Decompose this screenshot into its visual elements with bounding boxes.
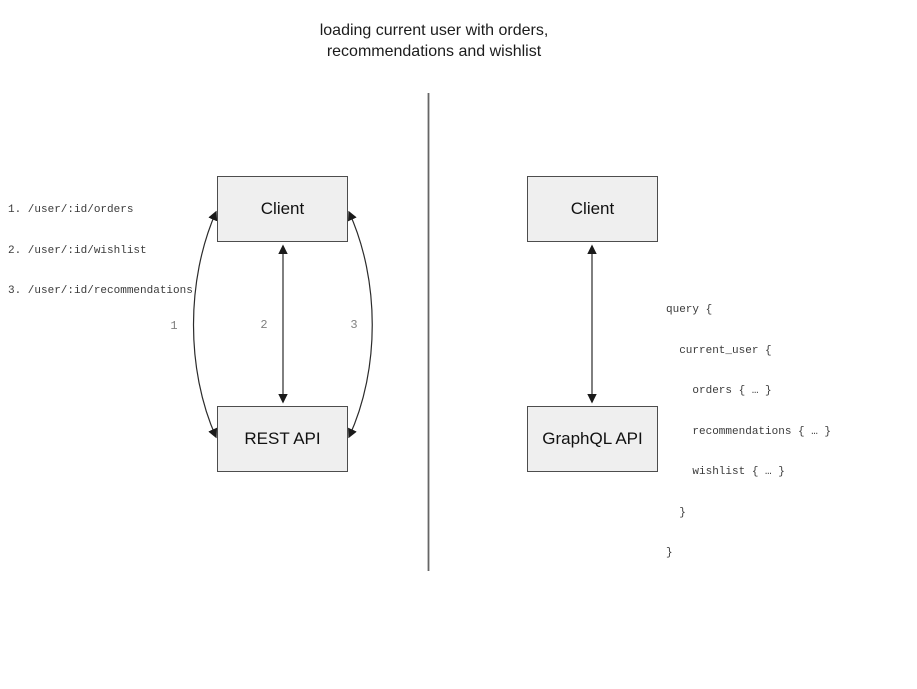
- graphql-query-snippet: query { current_user { orders { … } reco…: [666, 277, 831, 588]
- rest-client-node-label: Client: [260, 199, 305, 218]
- rest-endpoint-orders: 1. /user/:id/orders: [8, 204, 134, 216]
- rest-arrow-label-1: 1: [170, 319, 178, 333]
- rest-api-node-label: REST API: [244, 429, 321, 448]
- rest-arrow-3-curve: [348, 210, 373, 439]
- diagram-title-line1: loading current user with orders,: [319, 22, 549, 39]
- rest-arrow-1-curve: [192, 210, 218, 439]
- rest-client-node: Client: [217, 176, 348, 242]
- query-line: query {: [666, 304, 713, 316]
- rest-endpoints-list: 1. /user/:id/orders 2. /user/:id/wishlis…: [8, 177, 193, 326]
- rest-arrow-label-3: 3: [350, 318, 358, 332]
- graphql-client-node-label: Client: [570, 199, 615, 218]
- query-line: recommendations { … }: [666, 425, 832, 438]
- diagram-title: loading current user with orders, recomm…: [320, 20, 549, 62]
- graphql-api-node-label: GraphQL API: [542, 429, 643, 448]
- rest-arrow-label-2: 2: [260, 318, 268, 332]
- rest-endpoint-wishlist: 2. /user/:id/wishlist: [8, 244, 147, 257]
- query-line: current_user {: [666, 344, 772, 357]
- diagram-title-line2: recommendations and wishlist: [326, 43, 542, 60]
- query-line: orders { … }: [666, 385, 772, 397]
- graphql-api-node: GraphQL API: [527, 406, 658, 472]
- graphql-client-node: Client: [527, 176, 658, 242]
- query-line: wishlist { … }: [666, 466, 785, 478]
- rest-api-node: REST API: [217, 406, 348, 472]
- query-line: }: [666, 506, 686, 519]
- query-line: }: [666, 547, 673, 559]
- rest-endpoint-recommendations: 3. /user/:id/recommendations: [8, 285, 193, 297]
